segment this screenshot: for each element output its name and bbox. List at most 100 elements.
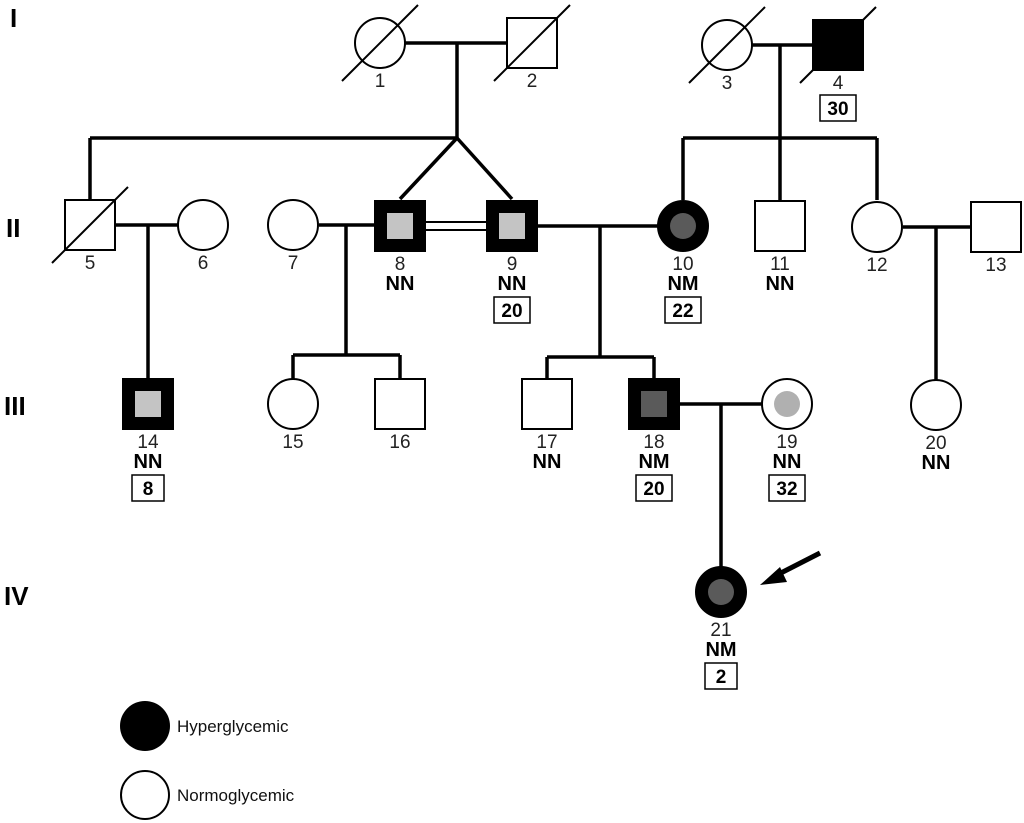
- individual-number-19: 19: [776, 432, 797, 453]
- individual-number-1: 1: [375, 71, 386, 92]
- value-text-4: 30: [827, 99, 848, 120]
- individual-2: 2: [493, 4, 571, 92]
- value-text-19: 32: [776, 479, 797, 500]
- individual-number-16: 16: [389, 432, 410, 453]
- genotype-21: NM: [705, 639, 736, 661]
- individual-number-10: 10: [672, 254, 693, 275]
- generation-label-III: III: [4, 391, 26, 421]
- individual-3: 3: [688, 6, 766, 94]
- generation-label-IV: IV: [4, 581, 29, 611]
- individual-8: 8NN: [374, 200, 426, 295]
- deceased-slash-5: [51, 186, 129, 264]
- female-symbol-12: [851, 201, 903, 253]
- individual-number-13: 13: [985, 255, 1006, 276]
- inner-marker-19: [774, 391, 800, 417]
- value-text-10: 22: [672, 301, 693, 322]
- genotype-19: NN: [773, 451, 802, 473]
- individual-number-15: 15: [282, 432, 303, 453]
- deceased-slash-2: [493, 4, 571, 82]
- value-box-9: 20: [493, 296, 531, 324]
- female-symbol-6: [177, 199, 229, 251]
- individual-5: 5: [51, 186, 129, 274]
- value-box-18: 20: [635, 474, 673, 502]
- legend: Hyperglycemic Normoglycemic: [120, 701, 295, 820]
- female-symbol-15: [267, 378, 319, 430]
- genotype-14: NN: [134, 451, 163, 473]
- legend-label-normoglycemic: Normoglycemic: [177, 786, 295, 805]
- value-box-border-4: [819, 94, 857, 122]
- value-box-14: 8: [131, 474, 165, 502]
- generation-label-I: I: [10, 3, 17, 33]
- twin-line-9: [455, 136, 514, 201]
- individual-4: 430: [799, 6, 877, 122]
- value-text-21: 2: [716, 667, 727, 688]
- individual-number-8: 8: [395, 254, 406, 275]
- proband-arrow-icon: [760, 550, 822, 585]
- individual-12: 12: [851, 201, 903, 276]
- value-text-18: 20: [643, 479, 664, 500]
- individual-7: 7: [267, 199, 319, 274]
- individual-number-21: 21: [710, 620, 731, 641]
- genotype-8: NN: [386, 273, 415, 295]
- individual-number-4: 4: [833, 73, 844, 94]
- value-box-border-14: [131, 474, 165, 502]
- value-box-10: 22: [664, 296, 702, 324]
- individual-number-14: 14: [137, 432, 159, 453]
- genotype-9: NN: [498, 273, 527, 295]
- male-symbol-16: [374, 378, 426, 430]
- value-box-19: 32: [768, 474, 806, 502]
- genotype-11: NN: [766, 273, 795, 295]
- inner-marker-14: [135, 391, 161, 417]
- twin-line-8: [398, 136, 459, 201]
- individual-15: 15: [267, 378, 319, 453]
- value-box-border-21: [704, 662, 738, 690]
- legend-unaffected-icon: [120, 770, 170, 820]
- individual-number-17: 17: [536, 432, 557, 453]
- value-box-border-18: [635, 474, 673, 502]
- individual-number-9: 9: [507, 254, 518, 275]
- inner-marker-8: [387, 213, 413, 239]
- individual-16: 16: [374, 378, 426, 453]
- individual-13: 13: [970, 201, 1022, 276]
- inner-marker-21: [708, 579, 734, 605]
- individual-9: 9NN 20: [486, 200, 538, 324]
- female-symbol-20: [910, 379, 962, 431]
- individual-1: 1: [341, 4, 419, 92]
- generation-label-II: II: [6, 213, 20, 243]
- individual-number-18: 18: [643, 432, 664, 453]
- inner-marker-18: [641, 391, 667, 417]
- individual-number-11: 11: [770, 254, 790, 275]
- legend-label-hyperglycemic: Hyperglycemic: [177, 717, 289, 736]
- male-symbol-13: [970, 201, 1022, 253]
- inner-marker-10: [670, 213, 696, 239]
- genotype-18: NM: [638, 451, 669, 473]
- male-symbol-14: [122, 378, 174, 430]
- female-symbol-7: [267, 199, 319, 251]
- individual-number-2: 2: [527, 71, 538, 92]
- individual-number-5: 5: [85, 253, 96, 274]
- deceased-slash-3: [688, 6, 766, 84]
- value-text-14: 8: [143, 479, 154, 500]
- genotype-17: NN: [533, 451, 562, 473]
- individual-number-7: 7: [288, 253, 299, 274]
- pedigree-lines: [88, 41, 970, 567]
- male-symbol-17: [521, 378, 573, 430]
- individual-number-3: 3: [722, 73, 733, 94]
- value-text-9: 20: [501, 301, 522, 322]
- individual-6: 6: [177, 199, 229, 274]
- value-box-21: 2: [704, 662, 738, 690]
- deceased-slash-1: [341, 4, 419, 82]
- individual-number-12: 12: [866, 255, 887, 276]
- inner-marker-9: [499, 213, 525, 239]
- value-box-border-9: [493, 296, 531, 324]
- genotype-10: NM: [667, 273, 698, 295]
- value-box-border-19: [768, 474, 806, 502]
